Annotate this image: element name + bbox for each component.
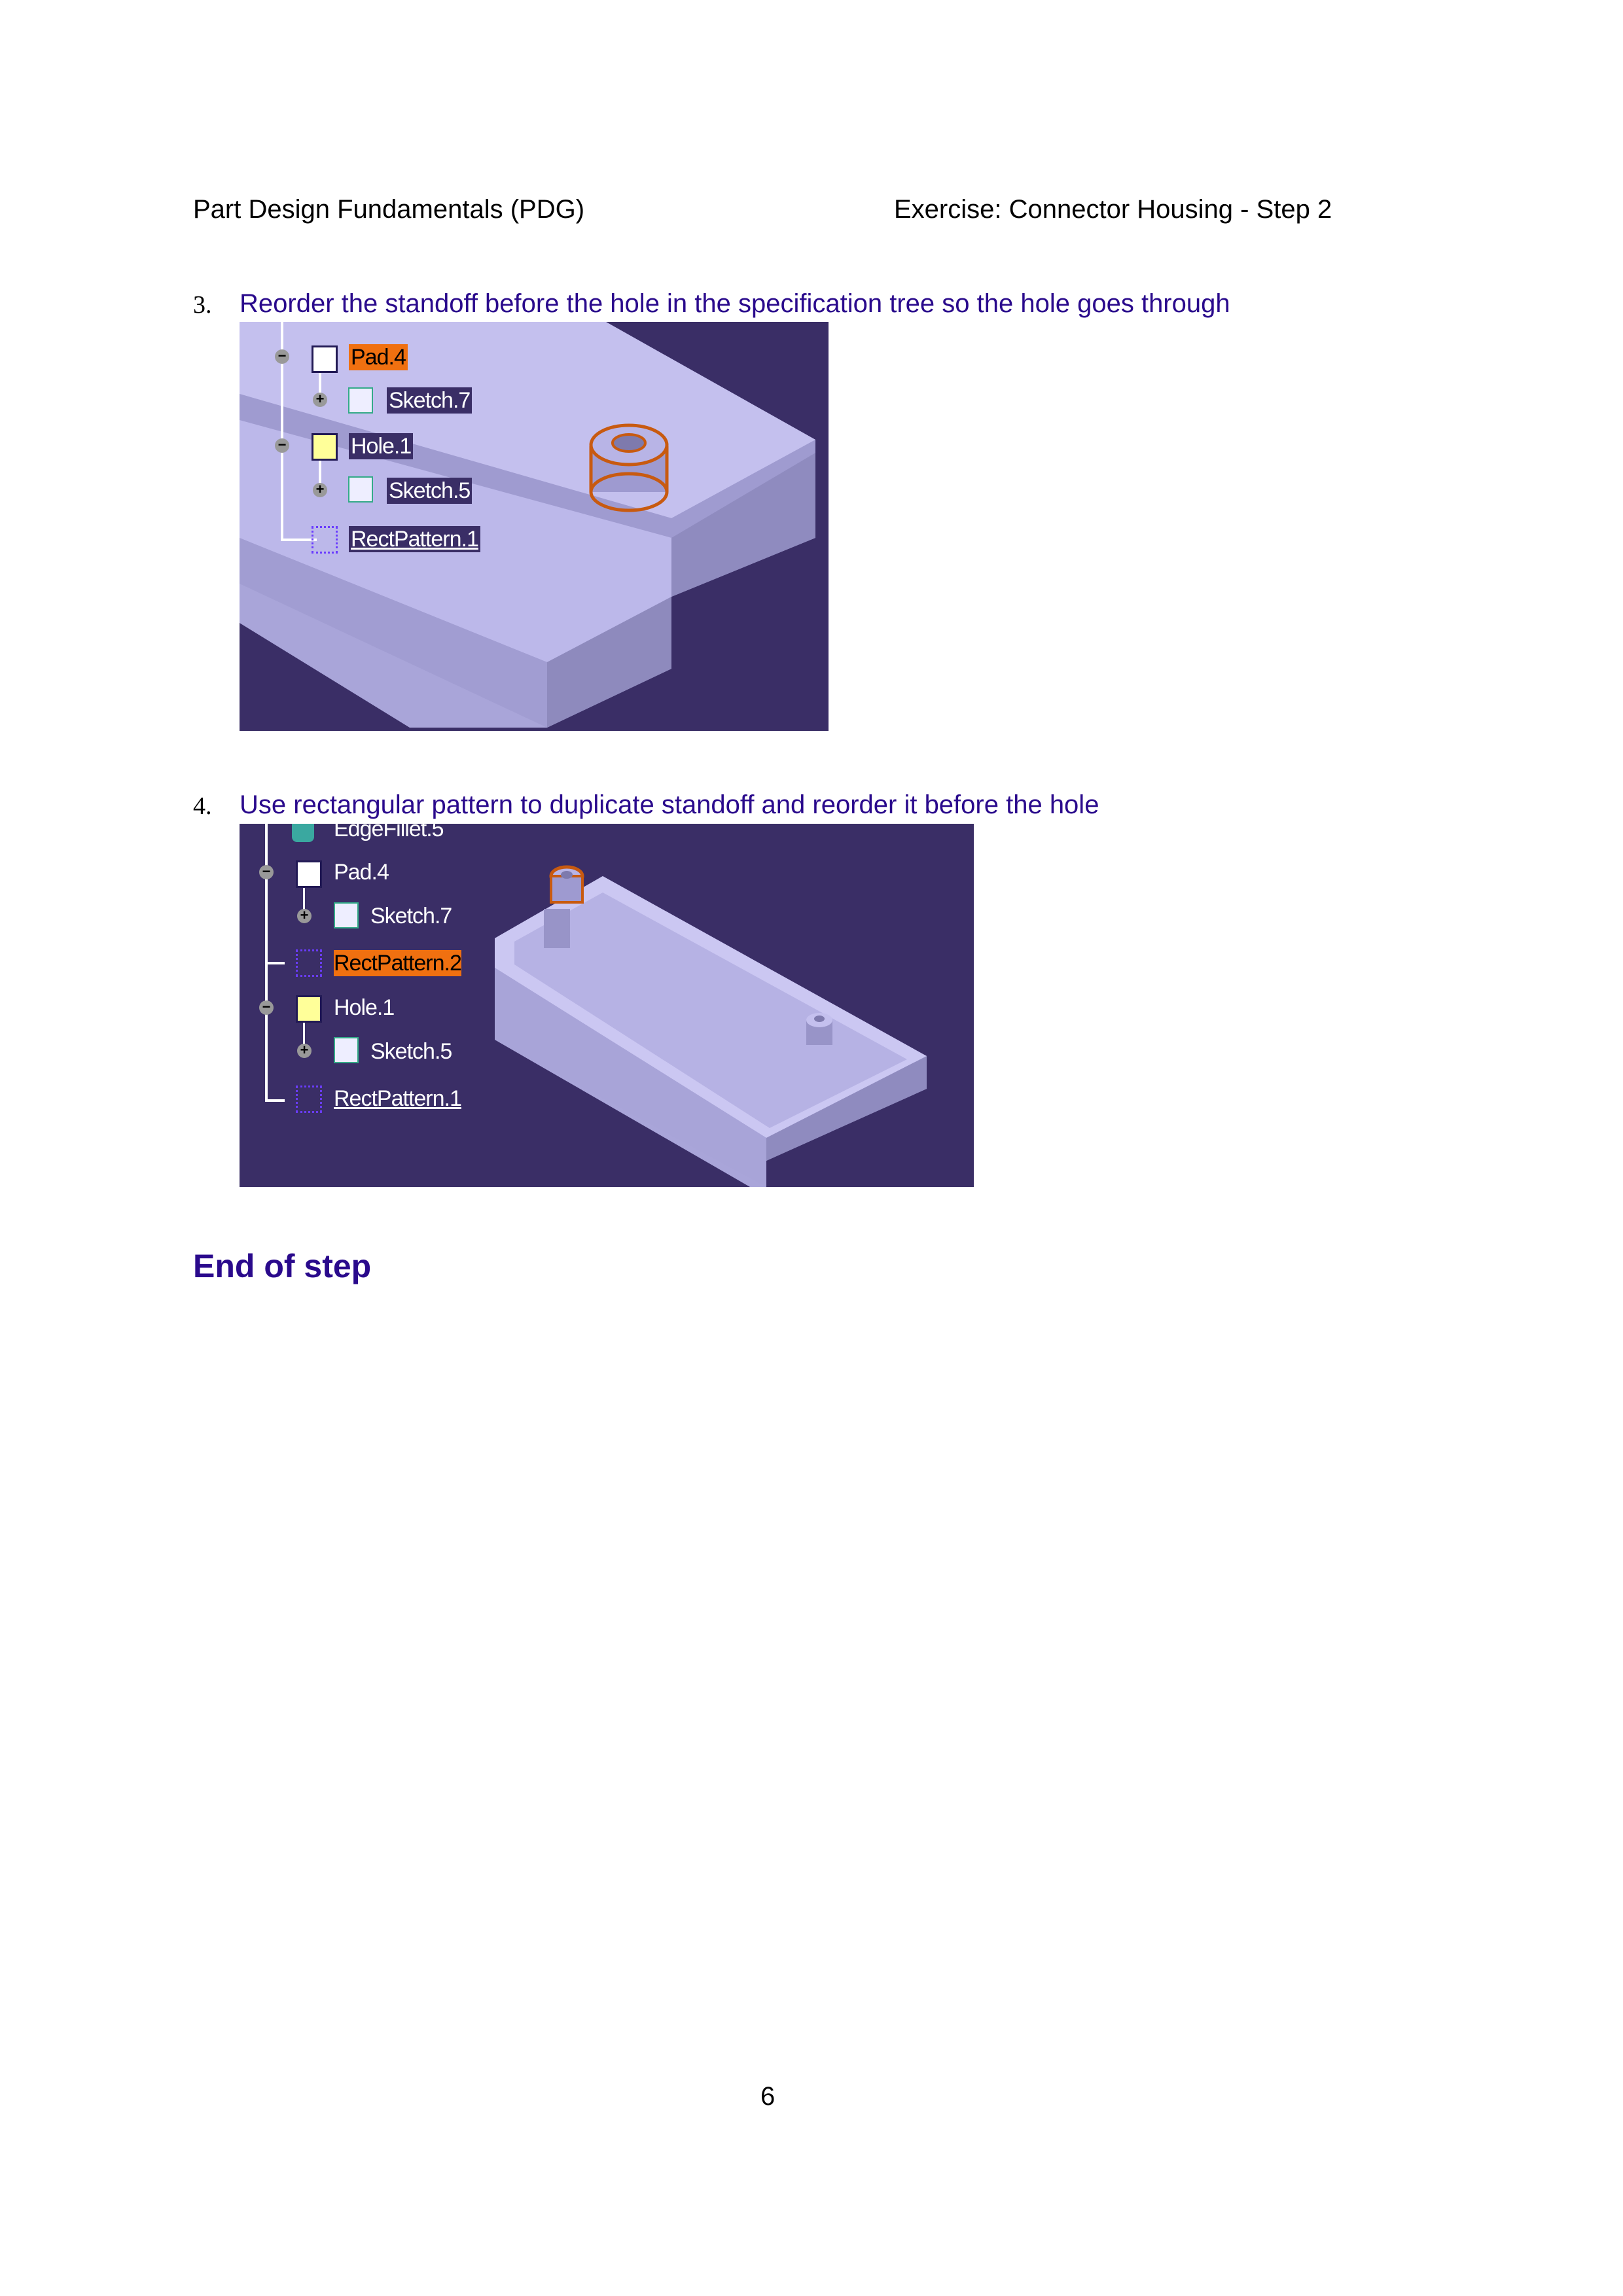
tree-node-sketch[interactable]: Sketch.5 [370,1039,452,1064]
hole-icon[interactable] [296,995,322,1023]
tree-connector [303,1020,305,1053]
step-instruction: Use rectangular pattern to duplicate sta… [240,790,1099,819]
collapse-icon[interactable]: − [275,349,289,364]
tree-connector [281,539,317,541]
expand-icon[interactable]: + [313,392,327,407]
tree-node-hole[interactable]: Hole.1 [334,995,395,1020]
header-exercise-title: Exercise: Connector Housing - Step 2 [894,195,1332,224]
step-instruction: Reorder the standoff before the hole in … [240,289,1230,318]
part-3d-view [495,865,927,1187]
sketch-icon[interactable] [348,476,373,503]
tree-node-pad[interactable]: Pad.4 [334,860,389,885]
step-number: 4. [193,792,212,820]
rect-pattern-icon[interactable] [296,949,322,977]
expand-icon[interactable]: + [297,908,312,923]
hole-icon[interactable] [312,433,338,461]
tree-node-hole[interactable]: Hole.1 [349,433,414,459]
tree-node-rectpattern[interactable]: RectPattern.1 [349,526,480,552]
tree-node-sketch[interactable]: Sketch.7 [370,904,452,928]
edge-fillet-icon[interactable] [292,824,314,842]
tree-connector [265,1099,285,1102]
sketch-icon[interactable] [348,387,373,414]
tree-connector [265,962,285,964]
collapse-icon[interactable]: − [275,438,289,453]
tree-connector [303,886,305,915]
screenshot-reorder-tree: − Pad.4 + Sketch.7 − Hole.1 + Sketch.5 R… [240,322,829,731]
rect-pattern-icon[interactable] [296,1086,322,1113]
sketch-icon[interactable] [334,902,359,928]
collapse-icon[interactable]: − [259,1000,274,1015]
tree-node-sketch[interactable]: Sketch.5 [387,478,473,504]
page-number: 6 [760,2082,776,2111]
rect-pattern-icon[interactable] [312,526,338,554]
tree-node-sketch[interactable]: Sketch.7 [387,387,473,414]
pad-icon[interactable] [312,345,338,373]
tree-connector [319,368,321,400]
tree-node-rectpattern-selected[interactable]: RectPattern.2 [334,950,462,976]
step-number: 3. [193,291,212,319]
collapse-icon[interactable]: − [259,864,274,879]
tree-node-rectpattern[interactable]: RectPattern.1 [334,1086,462,1111]
pad-icon[interactable] [296,860,322,888]
expand-icon[interactable]: + [297,1043,312,1058]
expand-icon[interactable]: + [313,482,327,497]
tree-node-edgefillet[interactable]: EdgeFillet.5 [334,824,444,841]
sketch-icon[interactable] [334,1037,359,1063]
end-of-step-heading: End of step [193,1248,372,1284]
tree-connector [319,456,321,492]
tree-node-pad[interactable]: Pad.4 [349,344,408,370]
tree-connector [281,322,283,541]
screenshot-pattern-tree: EdgeFillet.5 − Pad.4 + Sketch.7 RectPatt… [240,824,974,1187]
header-course-title: Part Design Fundamentals (PDG) [193,195,585,224]
